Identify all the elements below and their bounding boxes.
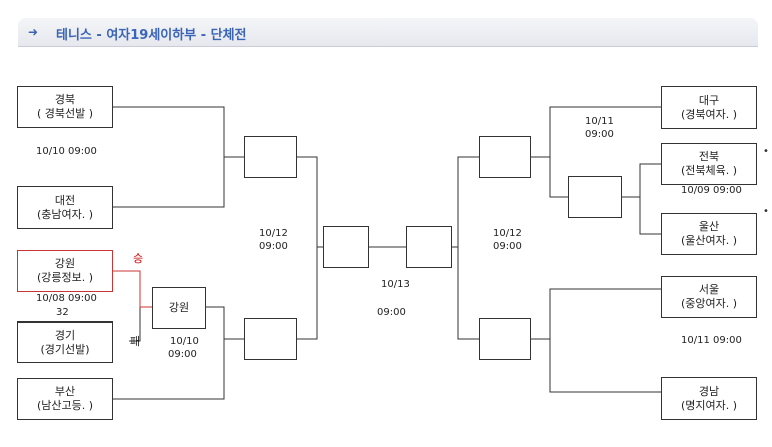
team-school: (전북체육. ) [680,164,738,177]
bullet-icon: • [763,206,769,217]
team-school: (강릉정보. ) [36,271,94,284]
team-box-gyeongbuk[interactable]: 경북 ( 경북선발 ) [17,86,113,128]
bullet-icon: • [763,146,769,157]
team-school: (경북여자. ) [680,107,738,121]
right-qf-box-top[interactable] [479,136,531,178]
right-r2-box[interactable] [568,176,622,218]
team-box-gangwon[interactable]: 강원 (강릉정보. ) [17,250,113,292]
team-name: 부산 [54,385,76,398]
team-name: 강원 [54,257,76,270]
page-header: ➜ 테니스 - 여자19세이하부 - 단체전 [18,18,758,46]
final-date: 10/13 [381,279,410,290]
match-date: 10/11 [585,116,614,127]
team-box-seoul[interactable]: 서울 (중앙여자. ) [661,276,757,318]
team-box-gyeongnam[interactable]: 경남 (명지여자. ) [661,377,757,420]
team-name: 대구 [698,93,720,107]
team-box-gyeonggi[interactable]: 경기 (경기선발) [17,321,113,363]
team-school: (경기선발) [40,342,90,356]
team-name: 서울 [698,283,720,296]
team-school: (충남여자. ) [36,207,94,221]
team-box-busan[interactable]: 부산 (남산고등. ) [17,378,113,420]
match-time: 09:00 [493,241,522,252]
match-time: 09:00 [168,349,197,360]
right-qf-box-bottom[interactable] [479,318,531,360]
team-name: 전북 [698,150,720,163]
match-time: 09:00 [585,129,614,140]
team-school: (울산여자. ) [680,234,738,247]
match-time: 10/11 09:00 [681,335,742,346]
arrow-icon: ➜ [28,25,39,39]
team-school: ( 경북선발 ) [36,107,94,120]
team-box-jeonbuk[interactable]: 전북 (전북체육. ) [661,143,757,185]
left-qf-box-top[interactable] [244,136,297,178]
team-name: 대전 [54,193,76,207]
team-name: 경남 [698,384,720,398]
final-box-right[interactable] [406,226,452,268]
team-box-daejeon[interactable]: 대전 (충남여자. ) [17,186,113,229]
final-time: 09:00 [377,307,406,318]
match-date: 10/12 [259,228,288,239]
team-school: (명지여자. ) [680,398,738,412]
team-name: 울산 [698,220,720,233]
page-title: 테니스 - 여자19세이하부 - 단체전 [56,28,247,43]
left-qf-box-bottom[interactable] [244,318,297,360]
match-score: 32 [56,307,69,318]
win-label: 승 [133,252,144,265]
winner-name: 강원 [168,301,190,314]
lose-label: 패 [130,335,141,348]
final-box-left[interactable] [323,226,369,268]
match-date: 10/12 [493,228,522,239]
team-box-daegu[interactable]: 대구 (경북여자. ) [661,86,757,129]
match-time: 10/10 09:00 [36,146,97,157]
team-box-ulsan[interactable]: 울산 (울산여자. ) [661,213,757,255]
match-time: 10/08 09:00 [36,293,97,304]
team-school: (남산고등. ) [36,399,94,412]
team-name: 경북 [54,93,76,106]
team-name: 경기 [54,328,76,342]
match-time: 09:00 [259,241,288,252]
match-date: 10/10 [170,336,199,347]
team-school: (중앙여자. ) [680,297,738,310]
r2-winner-box[interactable]: 강원 [152,287,206,329]
match-time: 10/09 09:00 [681,185,742,196]
